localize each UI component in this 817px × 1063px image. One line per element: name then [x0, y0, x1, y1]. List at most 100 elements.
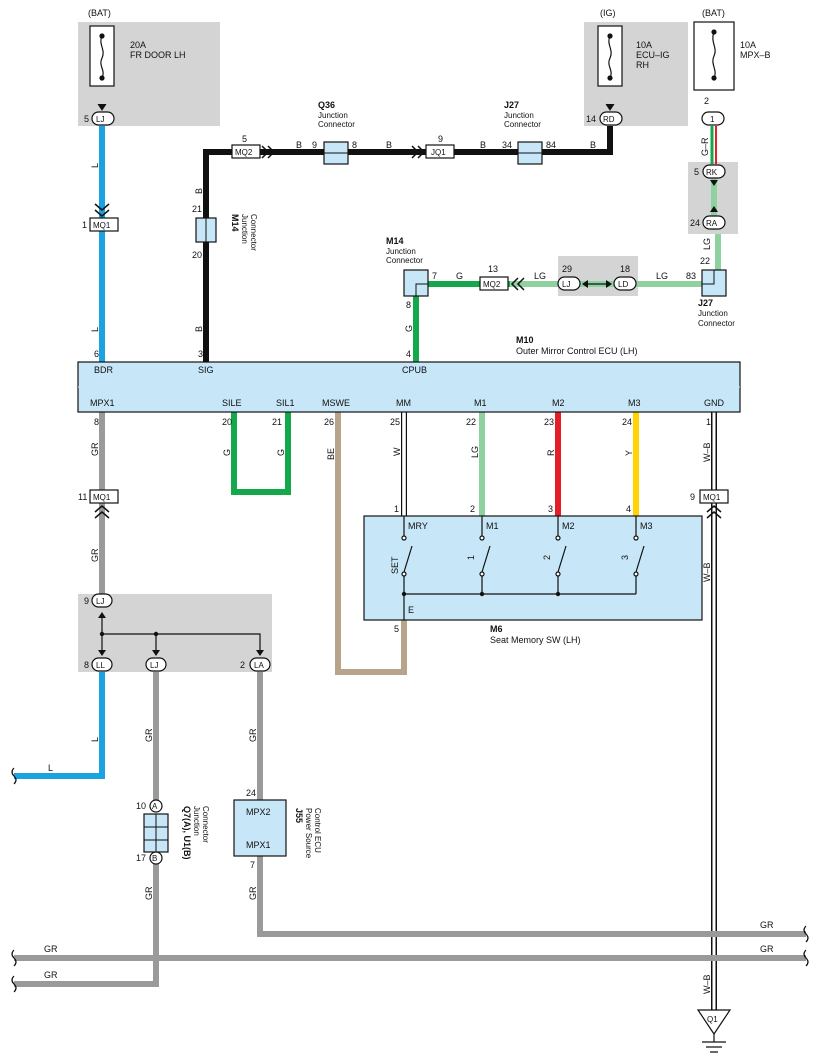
pin-number: 5: [394, 624, 399, 634]
pin-number: 1: [394, 504, 399, 514]
arrow-up-icon: [98, 612, 106, 618]
connector-name: JQ1: [431, 148, 446, 157]
wire-color-label: LG: [470, 446, 480, 458]
pin-number: 9: [438, 134, 443, 144]
wire-gr-q7-out: [14, 862, 159, 987]
junction-desc: Junction: [318, 111, 348, 120]
connector-ll: [91, 657, 113, 672]
connector-1-shape: [701, 111, 725, 126]
connector-rd-shape: [599, 111, 623, 126]
splice-dot: [99, 631, 105, 637]
wire-gr-mpx1-out: [257, 856, 806, 937]
wire-color-label: GR: [760, 944, 774, 954]
fuse-rating: 10A: [740, 40, 756, 50]
splice-dot: [555, 591, 561, 597]
chevron-up-icon: [94, 505, 110, 519]
pin-number: 24: [690, 218, 700, 228]
switch-id: M6: [490, 624, 503, 634]
switch-label: 2: [542, 555, 552, 560]
wire-color-label: GR: [248, 886, 258, 900]
switch-label: 3: [620, 555, 630, 560]
connector-name: MQ2: [483, 280, 501, 289]
connector-ra-shape: [702, 215, 726, 230]
pin-number: 34: [502, 140, 512, 150]
connector-jq1: [411, 144, 455, 159]
wire-color-label: G: [404, 325, 414, 332]
pin-number: 10: [136, 801, 146, 811]
connector-name: MQ1: [93, 493, 111, 502]
connector-a: [149, 799, 163, 813]
pin-number: 5: [242, 134, 247, 144]
arrow-left-icon: [582, 280, 588, 288]
wire-color-label: L: [90, 327, 100, 332]
wire-color-label: B: [480, 140, 486, 150]
pin-name: M2: [562, 521, 575, 531]
connector-mq2: [231, 144, 276, 159]
connector-lj-lower: [91, 593, 113, 608]
pin-number: 25: [390, 417, 400, 427]
pin-name: M2: [552, 398, 565, 408]
arrow-down-icon: [97, 103, 107, 111]
ground-symbol-icon: [702, 1034, 726, 1053]
connector-name: RK: [706, 168, 718, 177]
pin-number: 3: [548, 504, 553, 514]
switch-common-line: [403, 593, 636, 620]
connector-name: A: [152, 802, 158, 811]
fuse-icon: [89, 25, 115, 87]
pin-name: BDR: [94, 365, 114, 375]
switch-label: SET: [390, 556, 400, 574]
junction-id: Q7(A), U1(B): [182, 806, 192, 860]
pin-number: 8: [352, 140, 357, 150]
switch-label: 1: [466, 555, 476, 560]
pin-number: 1: [82, 220, 87, 230]
junction-box-lower: [78, 594, 272, 672]
wire-color-label: W–B: [702, 974, 712, 994]
wire-color-label: B: [386, 140, 392, 150]
pin-number: 14: [586, 114, 596, 124]
pin-name: E: [408, 605, 414, 615]
chevron-up-icon: [706, 505, 722, 519]
chevron-down-icon: [94, 203, 110, 217]
junction-grid: [144, 814, 168, 852]
pin-number: 5: [84, 114, 89, 124]
pin-number: 3: [198, 349, 203, 359]
pin-name: M3: [640, 521, 653, 531]
wire-color-label: GR: [144, 728, 154, 742]
wire-color-label: GR: [44, 970, 58, 980]
pin-number: 24: [622, 417, 632, 427]
pin-number: 7: [250, 860, 255, 870]
pin-number: 26: [324, 417, 334, 427]
junction-desc: Junction: [698, 309, 728, 318]
pin-name: MPX1: [246, 840, 271, 850]
connector-name: LJ: [562, 280, 570, 289]
connector-mq1-right: [699, 489, 729, 504]
connector-name: MQ2: [235, 148, 253, 157]
pin-number: 8: [406, 300, 411, 310]
connector-lj-mid: [557, 276, 581, 291]
wire-color-label: GR: [90, 548, 100, 562]
pin-number: 17: [136, 853, 146, 863]
pin-number: 21: [192, 204, 202, 214]
wire-color-label: G: [276, 449, 286, 456]
pin-number: 24: [246, 788, 256, 798]
ground-name: Q1: [707, 1015, 718, 1024]
ecu-id: J55: [294, 808, 304, 823]
junction-desc: Connector: [698, 319, 735, 328]
switch-icon: [479, 516, 491, 594]
wire-b: [203, 126, 613, 362]
ecu-title: Power Source: [304, 808, 313, 859]
wire-color-label: GR: [248, 728, 258, 742]
splice-dot: [153, 631, 159, 637]
ig-label: (IG): [600, 8, 616, 18]
pin-name: M1: [486, 521, 499, 531]
junction-desc: Junction: [192, 806, 201, 836]
fuse-name: ECU–IG: [636, 50, 670, 60]
wire-g-cpub: [413, 281, 510, 362]
connector-name: 1: [710, 115, 715, 124]
wire-break-mark: [11, 767, 809, 993]
pin-name: M3: [628, 398, 641, 408]
chevron-left-icon: [510, 277, 525, 291]
wire-g-loop: [231, 412, 291, 495]
seat-memory-sw-box: [363, 515, 703, 621]
connector-name: B: [152, 854, 157, 863]
